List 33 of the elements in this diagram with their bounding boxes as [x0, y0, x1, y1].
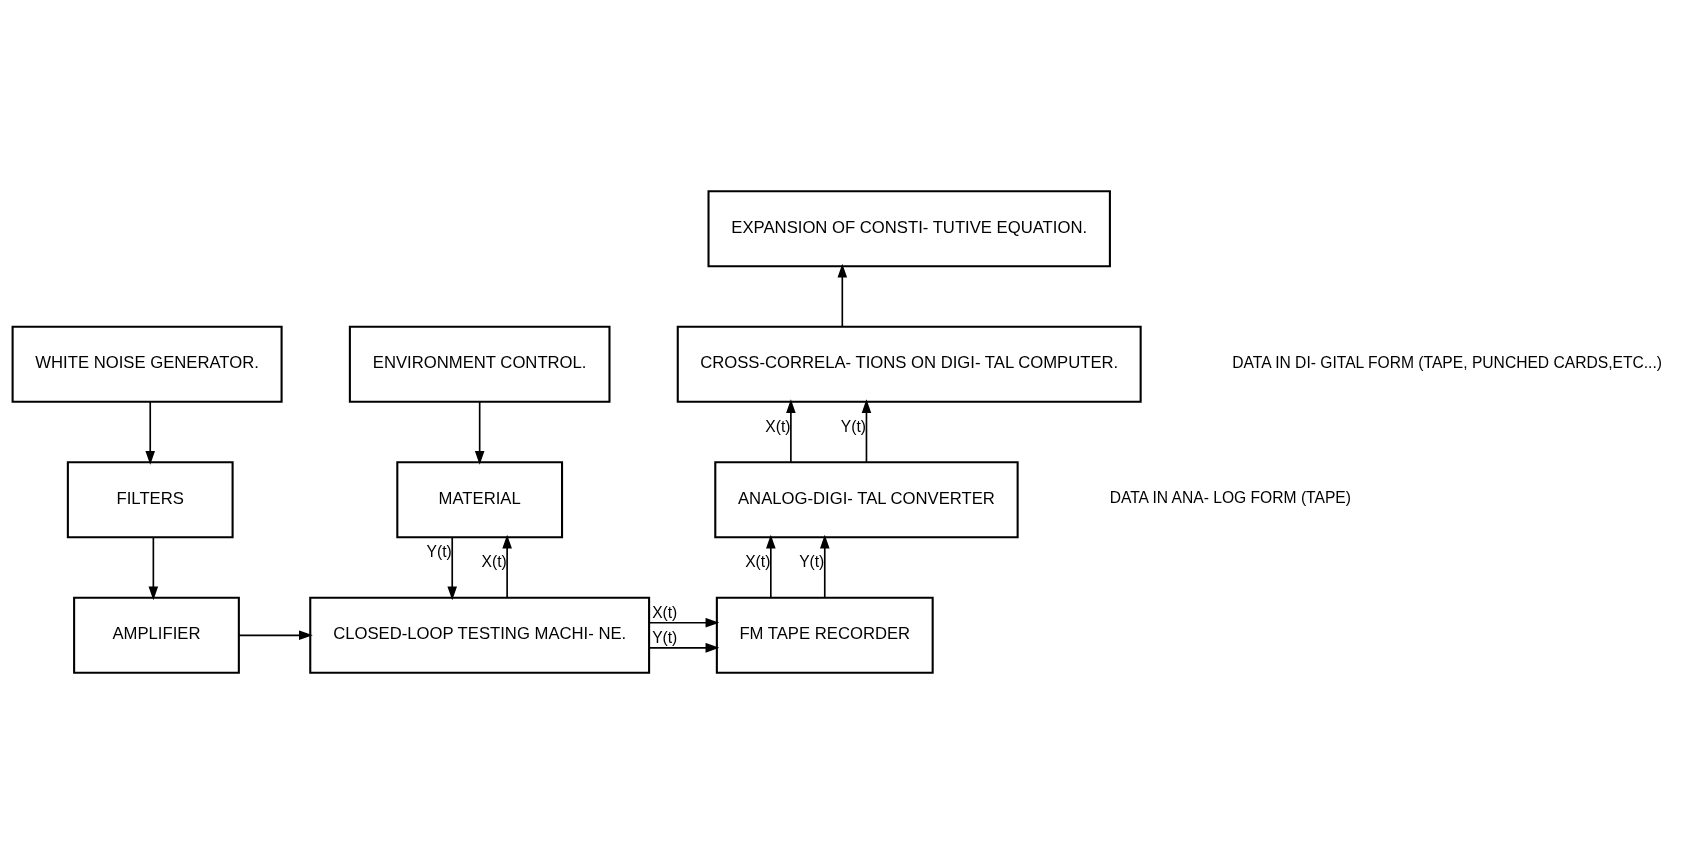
arrow — [861, 399, 872, 463]
arrow — [819, 534, 830, 599]
arrow — [474, 401, 485, 465]
arrow — [238, 630, 313, 641]
arrow — [648, 643, 720, 653]
node-box: ENVIRONMENT CONTROL. — [348, 325, 611, 403]
node-box: FILTERS — [66, 461, 234, 539]
node-box: CLOSED-LOOP TESTING MACHI- NE. — [309, 596, 651, 674]
edge-label: Y(t) — [840, 417, 867, 435]
arrow — [502, 534, 512, 599]
node-box: FM TAPE RECORDER — [715, 596, 934, 674]
arrow — [766, 534, 776, 599]
arrow — [786, 399, 796, 463]
edge-label: X(t) — [481, 553, 507, 571]
node-box: AMPLIFIER — [73, 596, 240, 674]
node-box: CROSS-CORRELA- TIONS ON DIGI- TAL COMPUTER. — [676, 325, 1142, 403]
arrow — [447, 536, 458, 601]
label: DATA IN ANA- LOG FORM (TAPE) — [1109, 489, 1351, 507]
arrow — [148, 536, 159, 601]
node-box: MATERIAL — [396, 461, 564, 539]
edge-label: X(t) — [765, 417, 791, 435]
edge-label: Y(t) — [652, 628, 678, 646]
edge-label: Y(t) — [799, 553, 825, 571]
label: DATA IN DI- GITAL FORM (TAPE, PUNCHED CARDS,ETC...) — [1232, 353, 1663, 371]
edge-label: X(t) — [652, 603, 678, 621]
arrow — [648, 617, 720, 628]
edge-label: Y(t) — [426, 543, 452, 561]
arrow — [837, 263, 848, 328]
edge-label: X(t) — [745, 553, 771, 571]
arrow — [145, 401, 156, 465]
node-box: EXPANSION OF CONSTI- TUTIVE EQUATION. — [707, 190, 1111, 268]
node-box: ANALOG-DIGI- TAL CONVERTER — [714, 461, 1019, 539]
node-box: WHITE NOISE GENERATOR. — [11, 325, 283, 403]
